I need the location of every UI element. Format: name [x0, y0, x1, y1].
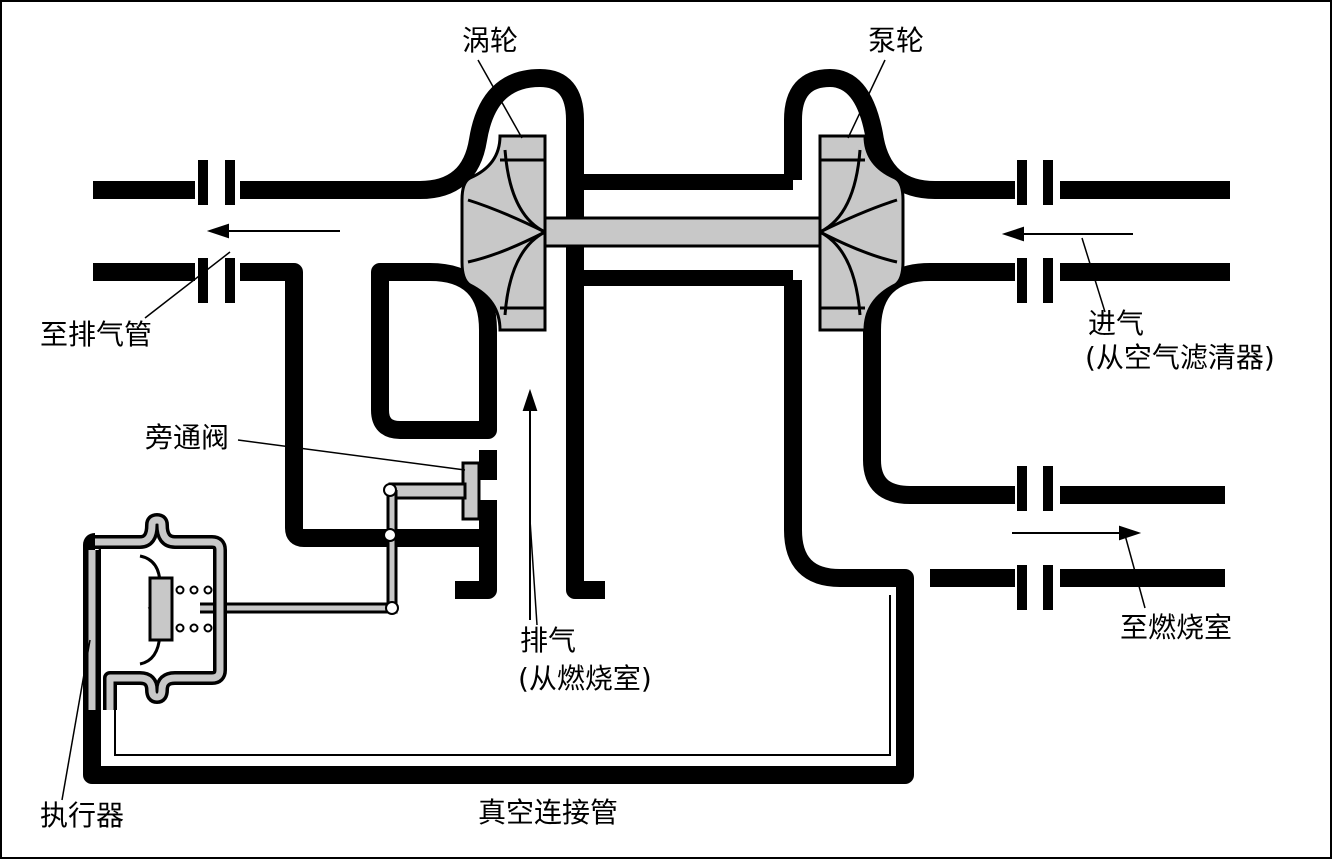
actuator	[85, 513, 227, 710]
turbine-wheel	[460, 134, 547, 332]
label-to-exhaust-pipe: 至排气管	[40, 318, 152, 351]
actuator-spring	[175, 585, 213, 633]
leader-lines	[61, 59, 1146, 801]
label-pump: 泵轮	[868, 24, 924, 57]
exhaust-flanges	[198, 160, 235, 303]
label-exhaust-2: (从燃烧室)	[518, 662, 652, 695]
label-exhaust-1: 排气	[520, 624, 576, 657]
diaphragm-plate	[148, 576, 174, 642]
label-bypass-valve: 旁通阀	[145, 421, 229, 454]
label-intake-1: 进气	[1088, 307, 1144, 340]
intake-flanges	[1017, 160, 1053, 610]
label-to-combustion: 至燃烧室	[1120, 611, 1232, 644]
center-housing	[575, 174, 793, 286]
exhaust-outlet-pipe	[93, 69, 605, 599]
flow-arrows	[206, 223, 1142, 620]
label-turbine: 涡轮	[462, 24, 518, 57]
bypass-valve	[388, 461, 481, 521]
pump-wheel	[818, 134, 905, 332]
label-actuator: 执行器	[40, 799, 124, 832]
compressor-housing	[83, 69, 1230, 784]
label-vacuum-pipe: 真空连接管	[478, 796, 618, 829]
shaft	[538, 216, 827, 248]
linkage-pivots	[383, 483, 399, 615]
vacuum-pipe	[114, 595, 891, 756]
label-intake-2: (从空气滤清器)	[1085, 341, 1275, 374]
